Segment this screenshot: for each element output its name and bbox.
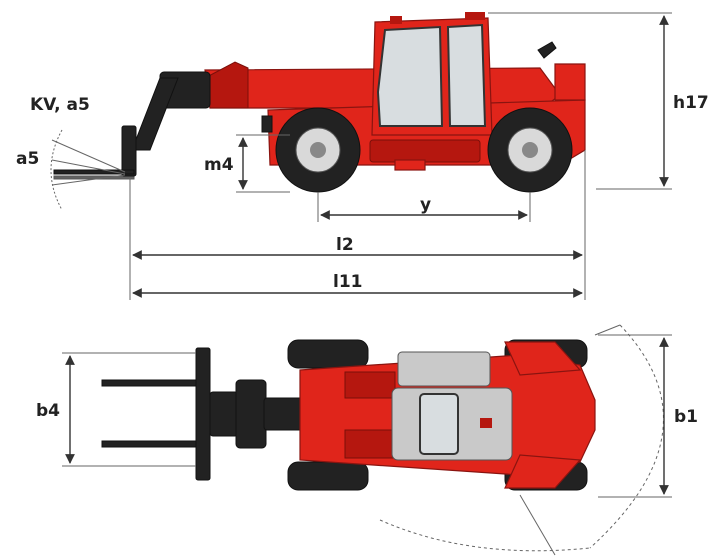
side-mirror-icon [537, 41, 557, 59]
dimension-l2 [129, 150, 586, 300]
top-view: b4 b1 [36, 324, 698, 556]
forks-top [101, 347, 211, 481]
rear-wheel [275, 107, 361, 193]
cab-top [391, 351, 513, 461]
turning-radius-arc [589, 324, 664, 549]
label-b4: b4 [36, 401, 60, 421]
label-h17: h17 [673, 93, 709, 113]
label-m4: m4 [204, 155, 234, 175]
side-view: KV, a5 a5 m4 y l2 l11 h17 [16, 12, 709, 300]
tire-front-right [287, 461, 369, 491]
label-l2: l2 [336, 235, 354, 255]
dimension-h17 [488, 12, 672, 190]
label-y: y [420, 195, 431, 215]
dimension-b1 [598, 334, 672, 498]
tilt-angle-indicator [50, 129, 126, 211]
operator-cab [371, 12, 493, 136]
label-a5: a5 [16, 149, 39, 169]
dimension-m4 [236, 134, 290, 193]
dimension-y [317, 192, 531, 222]
label-l11: l11 [333, 272, 362, 292]
front-wheel [487, 107, 573, 193]
dimension-b4 [62, 352, 196, 467]
label-b1: b1 [674, 407, 698, 427]
label-kv-a5: KV, a5 [30, 95, 90, 115]
tire-front-left [287, 339, 369, 369]
